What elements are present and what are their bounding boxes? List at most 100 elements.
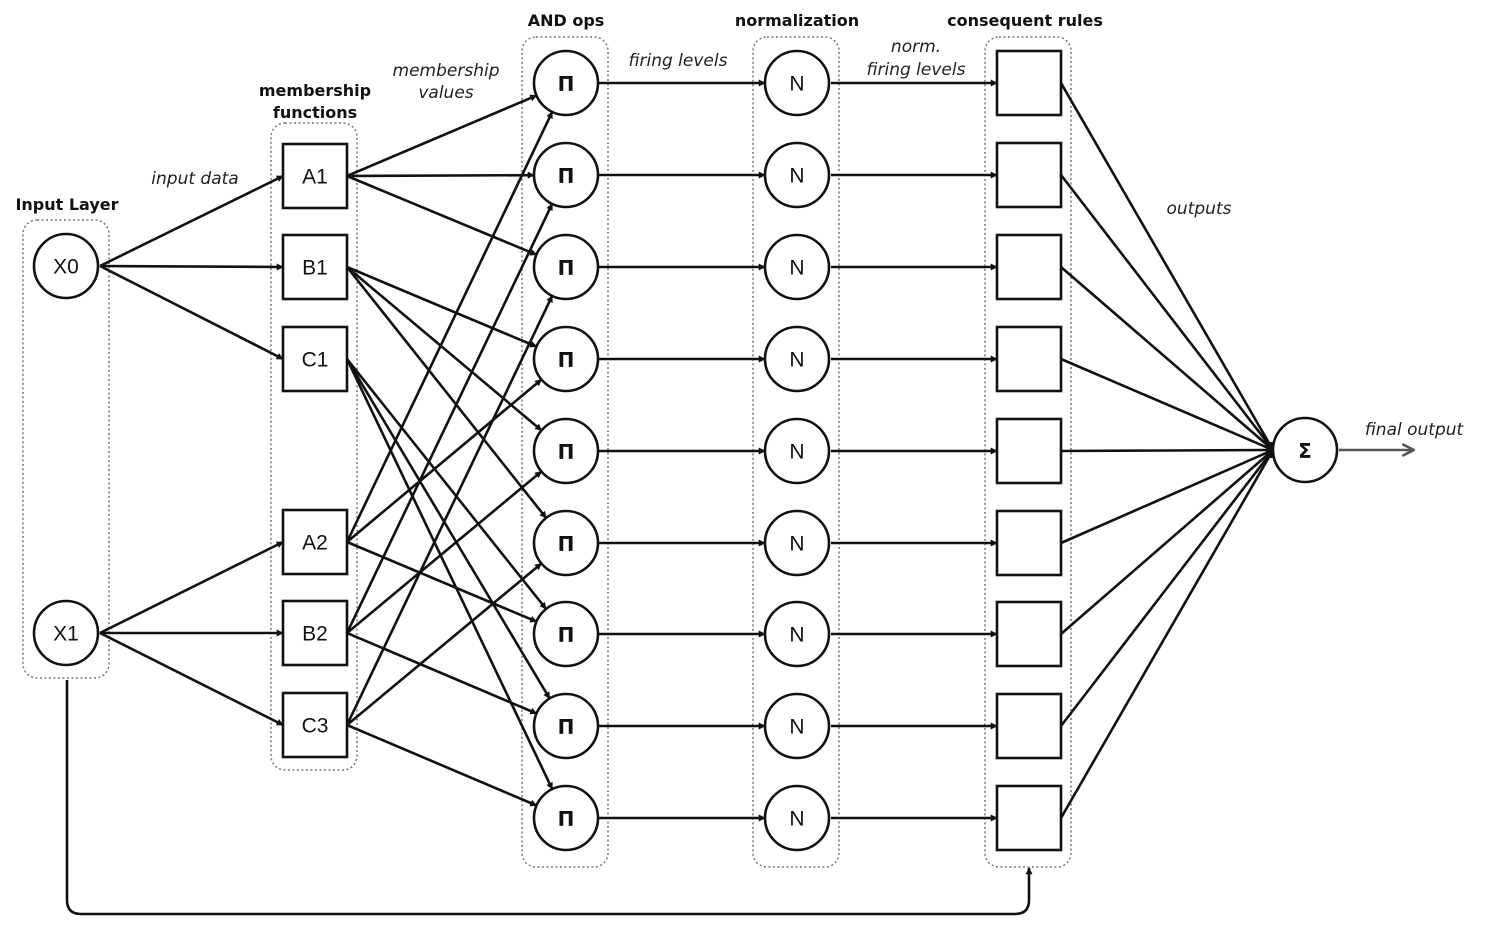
- consequent-node-3: [995, 233, 1063, 301]
- edge-mf-to-and: [345, 266, 548, 519]
- and-node-4: Π: [532, 325, 600, 393]
- consequent-node-6-shape: [995, 509, 1063, 577]
- and-node-8: Π: [532, 692, 600, 760]
- membership-node-b2: B2: [281, 599, 349, 667]
- and-node-9-label: Π: [558, 807, 575, 831]
- membership-node-c1: C1: [281, 325, 349, 393]
- membership-node-a2-label: A2: [302, 532, 328, 555]
- and-node-4-label: Π: [558, 348, 575, 372]
- edge-consequent-to-sum: [1059, 174, 1275, 451]
- annotation-membership-values-line1: membership: [393, 61, 500, 81]
- norm-node-3-shape: [763, 233, 831, 301]
- annotation-firing-levels: firing levels: [629, 51, 728, 71]
- consequent-node-7-shape: [995, 600, 1063, 668]
- consequent-node-8: [995, 692, 1063, 760]
- and-node-2-label: Π: [558, 164, 575, 188]
- norm-node-5: N: [763, 417, 831, 485]
- and-node-7-label: Π: [558, 623, 575, 647]
- membership-node-b1: B1: [281, 233, 349, 301]
- norm-node-6-shape: [763, 509, 831, 577]
- and-node-6: Π: [532, 509, 600, 577]
- heading-membership-functions-line2: functions: [273, 103, 357, 122]
- norm-node-6: N: [763, 509, 831, 577]
- consequent-box: [984, 36, 1072, 868]
- and-node-4-shape: [532, 325, 600, 393]
- and-node-7: Π: [532, 600, 600, 668]
- and-node-2: Π: [532, 141, 600, 209]
- membership-node-a1: A1: [281, 142, 349, 210]
- and-node-5: Π: [532, 417, 600, 485]
- edge-input-to-mf: [99, 264, 284, 361]
- membership-box: [270, 122, 358, 771]
- norm-node-7: N: [763, 600, 831, 668]
- norm-node-9-shape: [763, 784, 831, 852]
- edge-mf-to-and: [346, 562, 543, 726]
- edge-mf-to-and: [346, 470, 543, 634]
- edge-consequent-to-sum: [1060, 448, 1274, 453]
- and-node-6-label: Π: [558, 532, 575, 556]
- edge-mf-to-and: [345, 203, 554, 634]
- edge-mf-to-and: [345, 358, 551, 700]
- norm-node-3: N: [763, 233, 831, 301]
- annotation-final-output: final output: [1365, 420, 1465, 440]
- edge-consequent-to-sum: [1059, 449, 1275, 727]
- edge-consequent-to-sum: [1059, 449, 1275, 819]
- and-node-1: Π: [532, 49, 600, 117]
- input-node-x1-label: X1: [53, 623, 79, 646]
- consequent-node-6: [995, 509, 1063, 577]
- norm-node-4: N: [763, 325, 831, 393]
- and-node-5-shape: [532, 417, 600, 485]
- and-node-9: Π: [532, 784, 600, 852]
- edge-mf-to-and: [346, 171, 535, 179]
- edge-consequent-to-sum: [1060, 449, 1274, 635]
- and-node-8-label: Π: [558, 715, 575, 739]
- consequent-node-4: [995, 325, 1063, 393]
- norm-node-2: N: [763, 141, 831, 209]
- heading-consequent-rules: consequent rules: [947, 11, 1103, 30]
- norm-node-9: N: [763, 784, 831, 852]
- edge-mf-to-and: [346, 265, 538, 348]
- and-node-2-shape: [532, 141, 600, 209]
- norm-node-9-label: N: [789, 808, 804, 831]
- edge-mf-to-and: [346, 540, 538, 623]
- membership-node-a1-shape: [281, 142, 349, 210]
- membership-node-c3-label: C3: [302, 715, 329, 738]
- input-layer-box: [22, 219, 110, 679]
- input-node-x1: X1: [32, 599, 100, 667]
- norm-node-8-label: N: [789, 716, 804, 739]
- membership-node-a2-shape: [281, 508, 349, 576]
- consequent-node-2: [995, 141, 1063, 209]
- edge-mf-to-and: [346, 631, 538, 715]
- membership-node-c1-label: C1: [302, 349, 329, 372]
- edge-mf-to-and: [346, 94, 538, 178]
- edge-mf-to-and: [345, 358, 548, 610]
- edge-mf-to-and: [346, 378, 543, 543]
- heading-membership-functions-line1: membership: [259, 81, 371, 100]
- edge-mf-to-and: [346, 266, 543, 432]
- annotation-norm-firing-levels-line1: norm.: [891, 37, 941, 57]
- membership-node-c1-shape: [281, 325, 349, 393]
- and-node-7-shape: [532, 600, 600, 668]
- heading-normalization: normalization: [735, 11, 859, 30]
- sum-node-shape: [1271, 416, 1339, 484]
- and-node-3-shape: [532, 233, 600, 301]
- norm-node-5-shape: [763, 417, 831, 485]
- edge-input-to-mf: [99, 631, 284, 727]
- edge-mf-to-and: [345, 358, 554, 790]
- and-node-3-label: Π: [558, 256, 575, 280]
- edge-input-to-mf: [99, 174, 284, 268]
- membership-node-b2-shape: [281, 599, 349, 667]
- norm-node-1-label: N: [789, 73, 804, 96]
- edge-input-to-mf: [99, 263, 284, 271]
- norm-node-8: N: [763, 692, 831, 760]
- and-node-1-shape: [532, 49, 600, 117]
- edge-inputs-to-consequent: [65, 680, 1033, 916]
- edge-consequent-to-sum: [1060, 448, 1274, 545]
- membership-node-c3: C3: [281, 691, 349, 759]
- edge-mf-to-and: [346, 174, 538, 256]
- edge-consequent-to-sum: [1059, 82, 1275, 451]
- consequent-node-8-shape: [995, 692, 1063, 760]
- consequent-node-1: [995, 49, 1063, 117]
